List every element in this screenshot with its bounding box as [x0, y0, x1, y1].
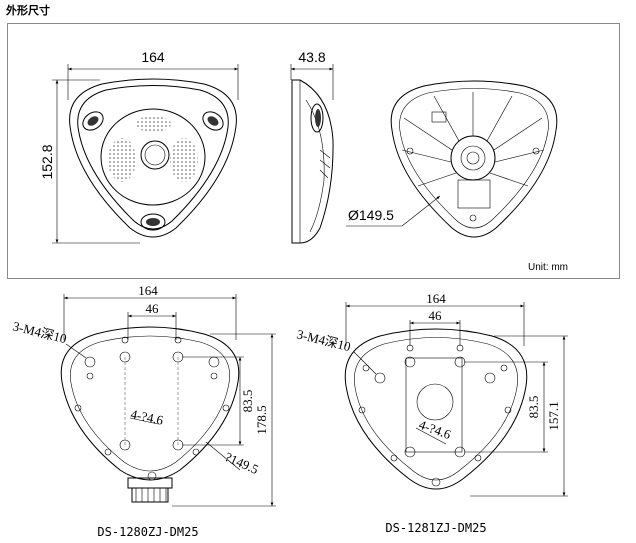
mount-1280-inner-width-label: 46	[146, 301, 160, 316]
mount-1281-model-label: DS-1281ZJ-DM25	[385, 521, 486, 535]
front-width-label: 164	[141, 49, 165, 65]
dimensions-panel	[7, 23, 620, 279]
mount-1281-inner-width-label: 46	[429, 308, 443, 323]
side-view: 43.8	[290, 49, 334, 244]
mount-1281-outer-height-label: 157.1	[546, 401, 561, 430]
mount-1281-screw-label: 3-M4深10	[295, 326, 352, 354]
front-view: 164 152.8	[39, 49, 239, 244]
mount-1280-diameter-label: ?149.5	[223, 449, 261, 477]
mount-1281-inner-height-label: 83.5	[526, 396, 541, 419]
back-diameter-label: Ø149.5	[348, 207, 394, 223]
back-view: Ø149.5	[346, 80, 558, 238]
mount-1280-outer-height-label: 178.5	[254, 405, 269, 434]
mount-1280-inner-height-label: 83.5	[240, 390, 255, 413]
mount-1280-model-label: DS-1280ZJ-DM25	[97, 525, 198, 539]
mount-1280-width-label: 164	[138, 283, 158, 298]
page-title: 外形尺寸	[6, 4, 50, 17]
mount-1280-screw-label: 3-M4深10	[11, 318, 68, 346]
mount-1281-width-label: 164	[426, 291, 446, 306]
mount-1280-drawing: 164 46 3-M4深10 4-?4.6	[11, 283, 276, 539]
side-depth-label: 43.8	[298, 49, 325, 65]
mount-1281-drawing: 164 46 3-M4深10 4-?4.6 83.5 157.1 DS	[295, 291, 568, 535]
mount-1280-hole-label: 4-?4.6	[129, 406, 165, 428]
front-height-label: 152.8	[39, 144, 55, 179]
unit-label: Unit: mm	[528, 262, 568, 273]
